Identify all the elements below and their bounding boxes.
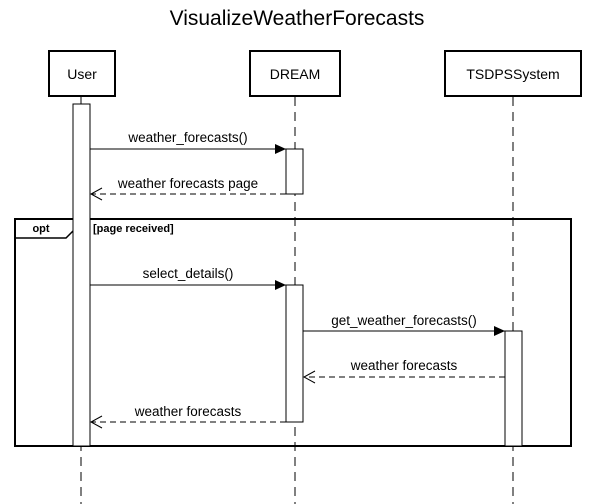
fragment-guard: [page received] xyxy=(93,223,174,235)
activation-dream-1 xyxy=(285,148,304,195)
participant-label: TSDPSSystem xyxy=(466,66,559,82)
participant-label: User xyxy=(67,66,97,82)
participant-user: User xyxy=(48,50,116,97)
message-weather-forecasts-return-user: weather forecasts xyxy=(89,404,286,429)
fragment-operator: opt xyxy=(32,223,49,235)
message-label: weather_forecasts() xyxy=(127,130,247,145)
activation-user xyxy=(72,103,91,447)
activation-dream-2 xyxy=(285,284,304,423)
message-label: weather forecasts xyxy=(350,358,458,373)
message-label: select_details() xyxy=(143,266,234,281)
message-weather-forecasts-return-tsdps: weather forecasts xyxy=(302,358,505,384)
message-select-details-call: select_details() xyxy=(90,266,286,290)
participant-dream: DREAM xyxy=(249,50,341,97)
participant-label: DREAM xyxy=(270,66,321,82)
message-weather-forecasts-call: weather_forecasts() xyxy=(90,130,286,154)
activation-tsdps xyxy=(504,330,523,447)
participant-tsdps: TSDPSSystem xyxy=(444,50,582,97)
message-label: weather forecasts xyxy=(134,404,242,419)
message-get-weather-forecasts-call: get_weather_forecasts() xyxy=(303,313,505,336)
diagram-title: VisualizeWeatherForecasts xyxy=(170,7,425,30)
message-label: weather forecasts page xyxy=(117,176,258,191)
opt-fragment: opt [page received] xyxy=(14,218,572,447)
message-label: get_weather_forecasts() xyxy=(331,313,477,328)
message-weather-forecasts-page-return: weather forecasts page xyxy=(89,176,286,201)
